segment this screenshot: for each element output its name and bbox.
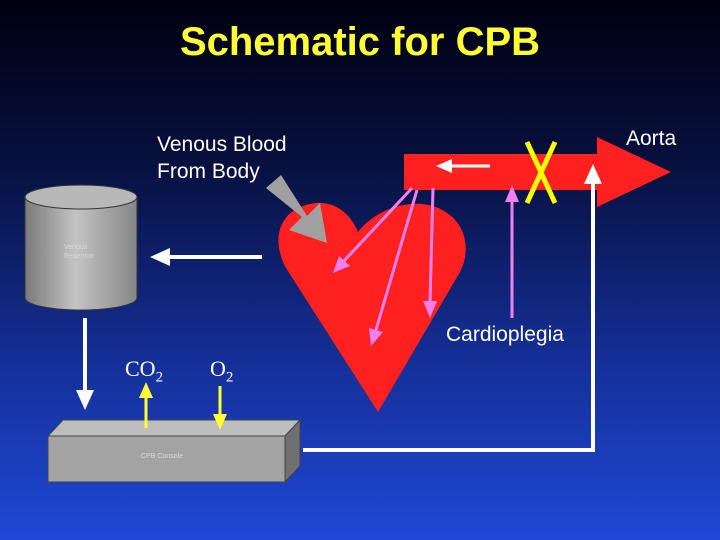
co2-out-arrow bbox=[139, 382, 153, 428]
venous-blood-line1: Venous Blood bbox=[157, 133, 287, 156]
o2-in-arrow bbox=[213, 386, 227, 430]
venous-blood-line2: From Body bbox=[157, 160, 260, 183]
o2-base: O bbox=[210, 356, 226, 381]
o2-subscript: 2 bbox=[225, 369, 234, 386]
venous-inflow-arrow bbox=[266, 175, 327, 243]
co2-subscript: 2 bbox=[155, 369, 164, 386]
aorta-label: Aorta bbox=[626, 127, 677, 150]
co2-base: CO bbox=[125, 356, 156, 381]
cardioplegia-label: Cardioplegia bbox=[446, 323, 564, 346]
cpb-console bbox=[46, 418, 302, 484]
venous-reservoir-label: Venous Reservoir bbox=[64, 243, 94, 261]
co2-label: CO2 bbox=[125, 356, 163, 386]
o2-label: O2 bbox=[210, 356, 233, 386]
venous-blood-label: Venous Blood From Body bbox=[157, 131, 287, 185]
reservoir-to-console-arrow bbox=[76, 318, 94, 410]
arterial-return-line bbox=[303, 164, 602, 452]
reservoir-label-line2: Reservoir bbox=[64, 253, 94, 260]
aorta bbox=[404, 137, 671, 207]
slide-title: Schematic for CPB bbox=[179, 20, 541, 64]
aortic-clamp bbox=[524, 140, 558, 205]
heart bbox=[278, 202, 466, 412]
return-to-reservoir-arrow bbox=[150, 248, 262, 266]
venous-reservoir bbox=[24, 184, 138, 311]
cpb-console-label: CPB Console bbox=[141, 453, 184, 460]
reservoir-label-line1: Venous bbox=[64, 244, 88, 251]
aortic-flow-arrow bbox=[436, 159, 490, 173]
cardioplegia-lines bbox=[333, 185, 519, 346]
